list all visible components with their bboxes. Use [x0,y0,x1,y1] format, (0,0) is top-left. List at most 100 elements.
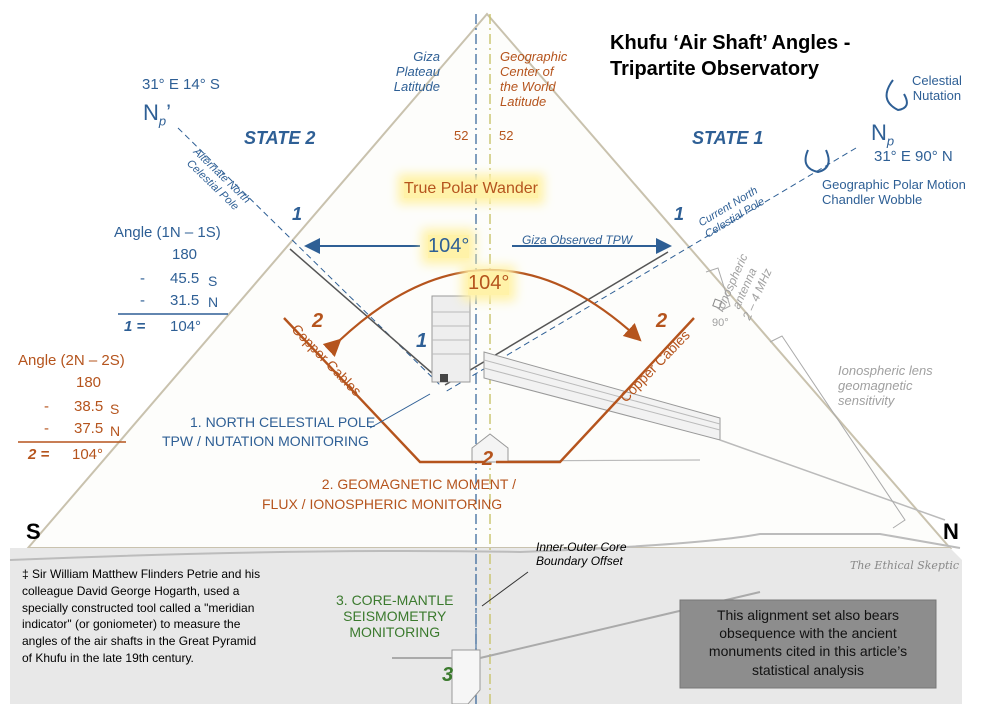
calc1-v2: 45.5 [170,270,200,287]
right-pole-symbol: Np [871,120,894,149]
kings-chamber [431,295,471,383]
shaft-2-left: 2 [312,310,324,332]
lens-l3: sensitivity [838,392,895,408]
shaft-1-left: 1 [292,204,303,224]
calc2-res-label: 2 = [28,446,50,463]
label-tpw-nutation: TPW / NUTATION MONITORING [162,433,369,449]
nutation-arrow-icon [885,79,908,112]
calc1-op2: - [140,292,145,309]
polar-motion-l2: Chandler Wobble [822,191,923,207]
polar-motion-l1: Geographic Polar Motion [822,177,966,192]
bracket-antenna [705,267,731,311]
ninety-marker [712,298,723,309]
gray-box-l4: statistical analysis [751,661,865,678]
geo-l4: Latitude [500,93,547,109]
pointer-label1 [369,393,431,429]
giza-l3: Latitude [393,78,440,94]
right-pole-coords: 31° E 90° N [874,148,953,165]
nutation-l2: Nutation [912,87,962,103]
geo-l2: Center of [500,63,554,79]
label-core-mantle: 3. CORE-MANTLE SEISMOMETRY MONITORING [336,592,453,640]
gray-box-text: This alignment set also bears obsequence… [680,606,936,679]
left-pole-sub: p [158,113,167,129]
left-pole-symbol: Np’ [143,100,171,129]
title-line2: Tripartite Observatory [610,58,819,80]
nutation-l1: Celestial [912,73,962,88]
calc1-op1: - [140,270,145,287]
true-polar-wander: True Polar Wander [404,180,538,199]
calc2-v3: 37.5 [74,420,104,437]
north-direction: N [943,519,959,544]
orange-angle-arc [322,268,642,357]
left-pole-coords: 31° E 14° S [142,76,220,93]
left-pole-suffix: ’ [166,100,172,125]
giza-l2: Plateau [395,63,440,79]
south-direction: S [26,519,41,544]
petrie-note: ‡ Sir William Matthew Flinders Petrie an… [22,566,260,667]
giza-tpw-label: Giza Observed TPW [522,233,633,247]
blue-angle-value: 104° [428,235,470,258]
calc2-v2: 38.5 [74,398,104,415]
label1-l1: 1. NORTH CELESTIAL POLE [190,414,376,430]
descending-passage [719,439,946,521]
calc2-op2: - [44,420,49,437]
calc2-res: 104° [72,446,104,463]
calc1-title: Angle (1N – 1S) [114,224,221,241]
label3-l2: SEISMOMETRY [343,608,447,625]
note-l2: colleague David George Hogarth, used a [22,583,240,598]
calc1-v1: 180 [172,246,198,263]
calc2-op1: - [44,398,49,415]
core-offset-l1: Inner-Outer Core [536,540,627,554]
calc1-res-label: 1 = [124,318,146,335]
giza-latitude-value: 52 [454,128,469,143]
core-offset-l2: Boundary Offset [536,553,623,568]
gray-box-l3: monuments cited in this article’s [708,643,908,660]
state-1-label: STATE 1 [692,128,764,148]
label3-l3: MONITORING [349,624,441,641]
subterranean-chamber [451,649,481,704]
label-flux-ionospheric: FLUX / IONOSPHERIC MONITORING [262,496,503,512]
shaft-2-right: 2 [656,310,668,332]
copper-cable-north [496,317,695,464]
shaft-1-right: 1 [674,204,685,224]
giza-latitude-label: Giza Plateau Latitude [380,49,440,95]
wobble-arrow-icon [804,149,830,174]
label2-l1: 2. GEOMAGNETIC MOMENT / [321,476,516,492]
calc1-u2: S [208,273,218,289]
gray-box-l1: This alignment set also bears [716,607,900,623]
calc1-u3: N [208,294,219,310]
giza-l1: Giza [413,49,440,64]
celestial-nutation: Celestial Nutation [912,73,962,104]
subterranean-number: 3 [442,664,454,686]
label-north-celestial-pole: 1. NORTH CELESTIAL POLE [190,414,375,430]
geo-l1: Geographic [500,49,568,64]
note-l1: ‡ Sir William Matthew Flinders Petrie an… [22,567,261,581]
kings-chamber-number: 1 [416,330,428,352]
note-l6: of Khufu in the late 19th century. [22,650,194,665]
calc2-u3: N [110,423,121,439]
ninety-label: 90° [712,317,729,329]
note-l4: indicator" (or goniometer) to measure th… [22,617,241,632]
orange-angle-value: 104° [468,272,510,295]
copper-cable-south [283,317,484,464]
bracket-lens [769,335,906,529]
queens-chamber [471,433,509,463]
title-line1: Khufu ‘Air Shaft’ Angles - [610,32,851,54]
note-l3: specially constructed tool called a "mer… [22,600,255,615]
core-offset-label: Inner-Outer Core Boundary Offset [536,540,627,569]
lens-l1: Ionospheric lens [838,363,933,378]
calc1-res: 104° [170,318,202,335]
calc2-title: Angle (2N – 2S) [18,352,125,369]
label3-l1: 3. CORE-MANTLE [336,592,454,608]
pointer-core [481,571,529,607]
right-pole-sub: p [886,133,895,149]
calc2-v1: 180 [76,374,102,391]
polar-motion: Geographic Polar Motion Chandler Wobble [822,177,966,208]
watermark: The Ethical Skeptic [850,559,960,572]
right-pole-n: N [871,120,887,145]
ionospheric-lens: Ionospheric lens geomagnetic sensitivity [838,363,933,409]
geo-latitude-label: Geographic Center of the World Latitude [500,49,568,110]
geo-l3: the World [500,78,556,94]
note-l5: angles of the air shafts in the Great Py… [22,634,257,649]
